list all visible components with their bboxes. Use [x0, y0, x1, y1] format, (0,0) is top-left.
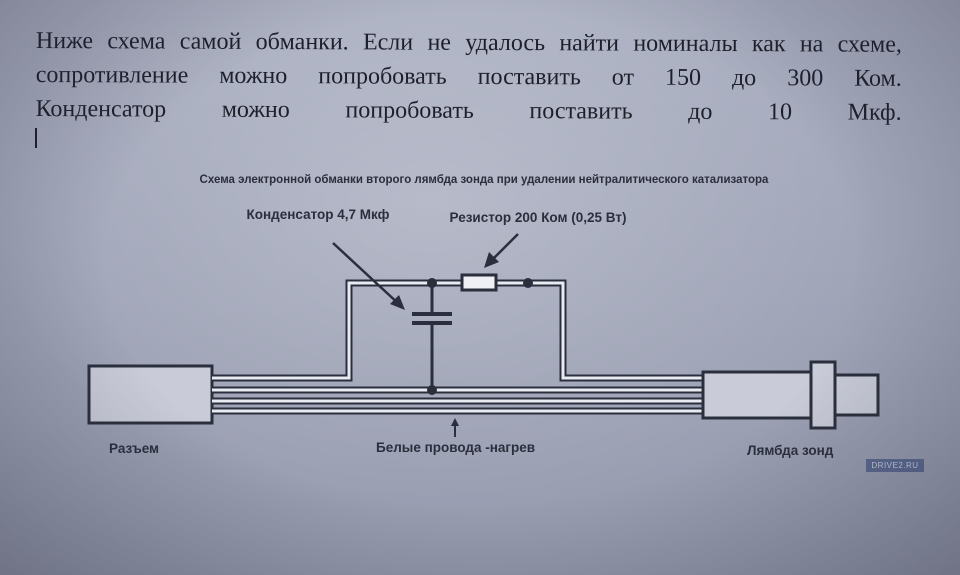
- junction-top-capacitor: [427, 278, 437, 288]
- wire-harness: [212, 279, 703, 415]
- sensor-tip: [833, 373, 880, 417]
- sensor-body: [701, 370, 813, 420]
- heater-wires-label: Белые провода -нагрев: [376, 440, 535, 455]
- resistor-label: Резистор 200 Ком (0,25 Вт): [450, 210, 627, 225]
- connector-label: Разъем: [109, 441, 159, 456]
- junction-bottom-capacitor: [427, 385, 437, 395]
- sensor-label: Лямбда зонд: [747, 443, 834, 458]
- lambda-sensor: [701, 360, 880, 430]
- resistor-arrowhead: [484, 252, 499, 268]
- diagram-title: Схема электронной обманки второго лямбда…: [200, 174, 769, 186]
- resistor-pointer-arrow: [489, 233, 519, 263]
- capacitor-pointer-arrow: [332, 242, 402, 307]
- signal-wire: [212, 281, 703, 380]
- signal-wire-outline: [212, 279, 703, 382]
- capacitor: [412, 283, 452, 390]
- heater-arrowhead: [451, 418, 459, 426]
- watermark-badge: DRIVE2.RU: [866, 459, 924, 472]
- connector-block: [87, 364, 214, 425]
- sensor-hex-nut: [809, 360, 837, 430]
- resistor: [460, 273, 498, 292]
- text-caret: [35, 128, 37, 148]
- junction-resistor: [523, 278, 533, 288]
- capacitor-arrowhead: [390, 295, 405, 310]
- capacitor-label: Конденсатор 4,7 Мкф: [247, 207, 390, 222]
